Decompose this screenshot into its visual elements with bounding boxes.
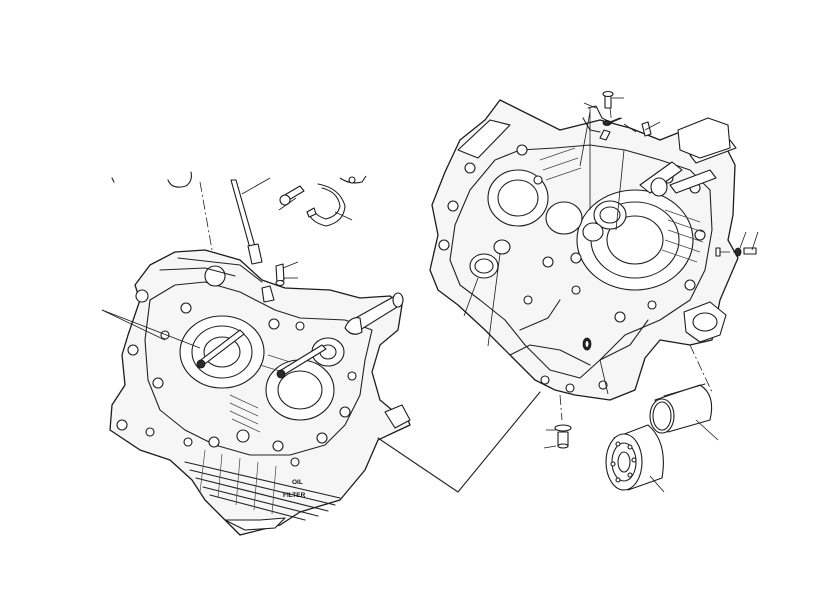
left-upper-parts bbox=[111, 171, 367, 303]
assembly-axes bbox=[199, 107, 738, 493]
filter-stamp-text: FILTER bbox=[283, 492, 306, 499]
oil-stamp-text: OIL bbox=[292, 479, 303, 486]
right-crankcase-half bbox=[429, 99, 739, 401]
left-crankcase-half: OIL FILTER bbox=[109, 249, 411, 536]
callout-leader-lines bbox=[101, 97, 759, 493]
lower-loose-parts bbox=[554, 383, 713, 491]
left-half-studs bbox=[196, 329, 327, 379]
right-upper-parts bbox=[582, 90, 757, 257]
